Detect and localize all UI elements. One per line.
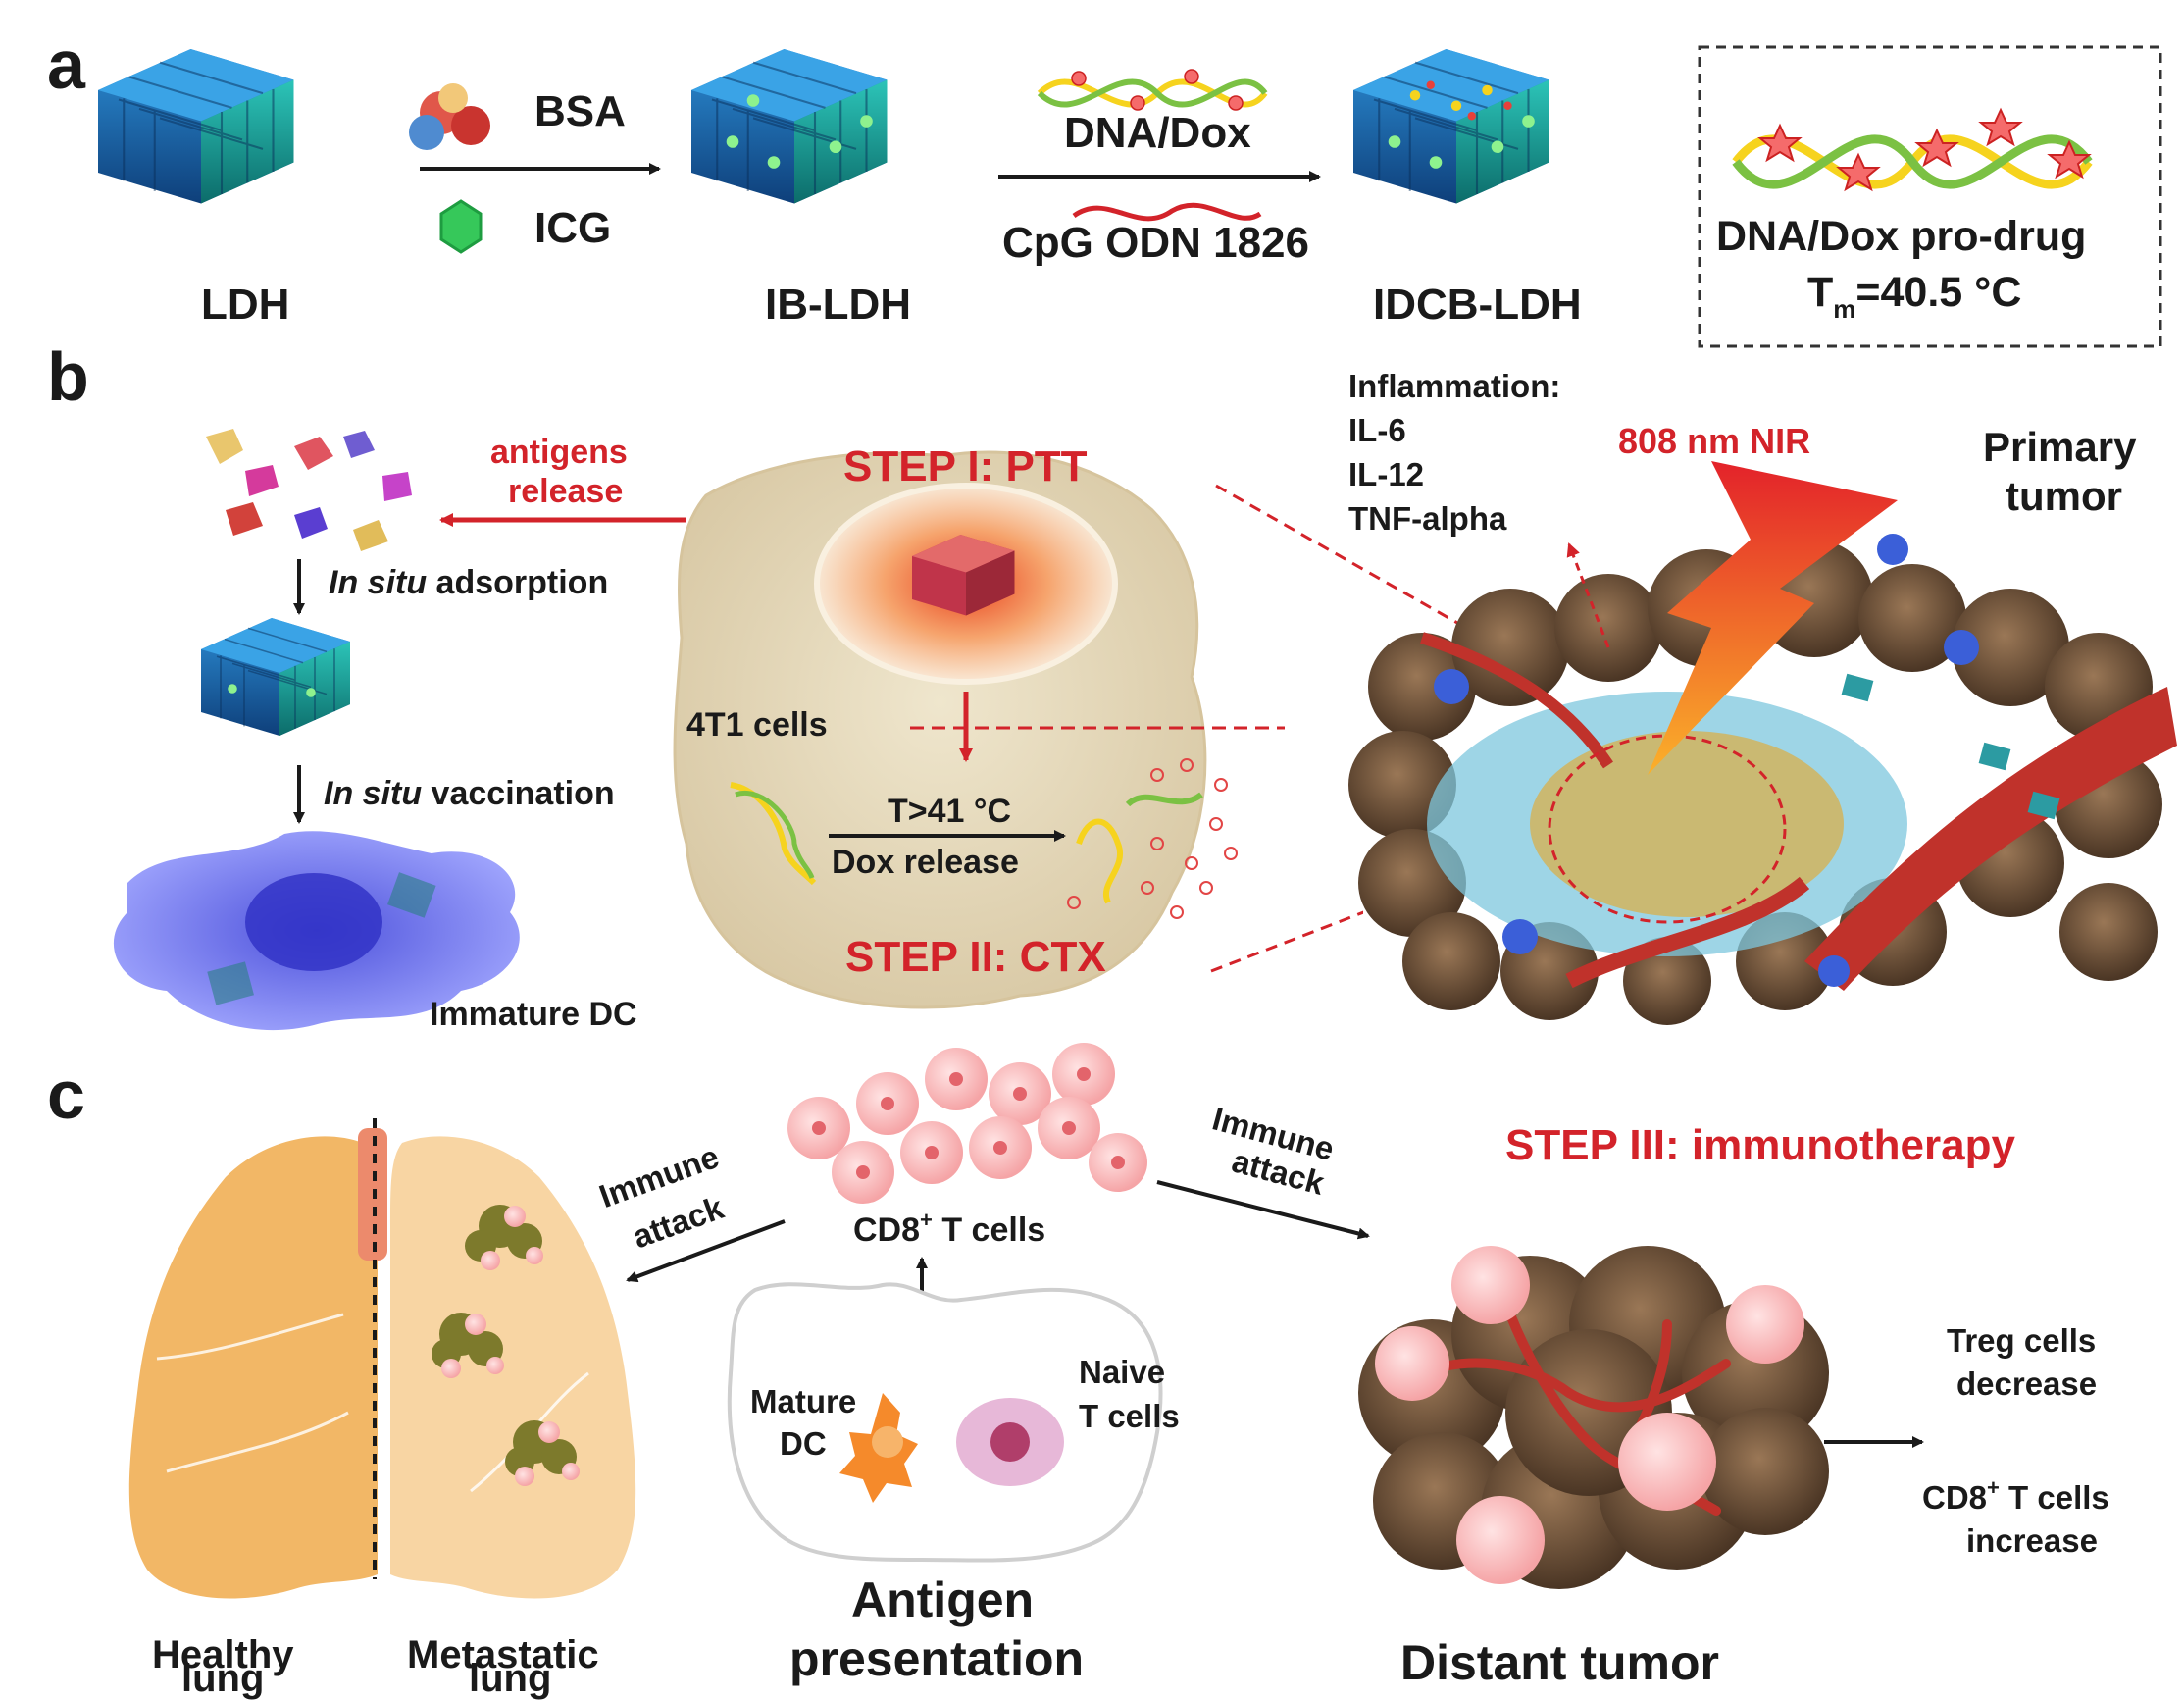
treg-cells-label-1: Treg cells <box>1947 1322 2096 1359</box>
cd8-t-cells-cluster <box>787 1043 1147 1204</box>
immature-dc-label: Immature DC <box>430 996 637 1033</box>
4t1-cells-label: 4T1 cells <box>686 706 828 744</box>
antigen-loaded-ldh <box>201 618 350 736</box>
nir-label: 808 nm NIR <box>1618 421 1810 461</box>
cpg-odn-strand-icon <box>1074 205 1260 219</box>
antigen-presentation-label-1: Antigen <box>851 1572 1034 1627</box>
prodrug-helix-icon <box>1736 110 2089 189</box>
primary-tumor-line2: tumor <box>2006 473 2122 519</box>
panel-label-b: b <box>47 338 89 415</box>
antigen-fragments-icon <box>206 429 412 551</box>
healthy-lung <box>129 1136 378 1598</box>
naive-t-cells-label-1: Naive <box>1079 1354 1165 1390</box>
mature-dc-label-2: DC <box>780 1425 827 1462</box>
naive-t-cell-icon <box>956 1398 1064 1486</box>
naive-t-cells-label-2: T cells <box>1079 1398 1180 1434</box>
temperature-threshold: T>41 °C <box>888 793 1011 830</box>
antigen-presentation-label-2: presentation <box>789 1631 1084 1686</box>
icg-hexagon-icon <box>441 201 481 252</box>
prodrug-title: DNA/Dox pro-drug <box>1716 213 2086 260</box>
step3-label: STEP III: immunotherapy <box>1505 1121 2015 1169</box>
il6-label: IL-6 <box>1348 412 1406 448</box>
step2-label: STEP II: CTX <box>845 933 1106 981</box>
dox-release-label: Dox release <box>832 844 1019 881</box>
ldh-crystal <box>98 49 294 204</box>
dna-dox-label: DNA/Dox <box>1064 109 1251 157</box>
treg-cells-label-2: decrease <box>1956 1365 2097 1402</box>
mature-dc-label-1: Mature <box>750 1383 856 1419</box>
metastatic-lung <box>390 1136 635 1598</box>
primary-tumor-scene <box>1348 461 2177 1025</box>
melting-temperature: Tm=40.5 °C <box>1807 269 2021 324</box>
idcb-ldh-crystal <box>1353 49 1549 204</box>
cd8-t-cells-label: CD8+ T cells <box>853 1208 1045 1249</box>
il12-label: IL-12 <box>1348 456 1424 492</box>
ib-ldh-label: IB-LDH <box>765 281 911 329</box>
bsa-label: BSA <box>534 87 626 135</box>
cpg-label: CpG ODN 1826 <box>1002 219 1309 267</box>
antigens-release-line1: antigens <box>490 434 628 471</box>
cd8-increase-label-1: CD8+ T cells <box>1922 1475 2109 1516</box>
metastatic-lung-label-2: lung <box>469 1657 551 1700</box>
idcb-ldh-label: IDCB-LDH <box>1373 281 1582 329</box>
bsa-protein-icon <box>409 83 490 150</box>
lungs-illustration <box>129 1118 635 1599</box>
primary-tumor-line1: Primary <box>1983 424 2137 470</box>
dna-dox-helix-icon <box>1040 70 1265 110</box>
ib-ldh-crystal <box>691 49 888 204</box>
in-situ-adsorption-label: In situ adsorption <box>329 564 608 601</box>
antigens-release-line2: release <box>508 473 623 510</box>
arrow-attack-distant <box>1157 1182 1368 1236</box>
distant-tumor-label: Distant tumor <box>1400 1635 1719 1690</box>
panel-label-a: a <box>47 26 86 103</box>
distant-tumor <box>1358 1246 1829 1589</box>
icg-label: ICG <box>534 204 611 252</box>
in-situ-vaccination-label: In situ vaccination <box>324 775 615 812</box>
tnf-alpha-label: TNF-alpha <box>1348 500 1507 537</box>
ldh-label: LDH <box>201 281 289 329</box>
cd8-increase-label-2: increase <box>1966 1522 2098 1559</box>
healthy-lung-label-2: lung <box>181 1657 264 1700</box>
inflammation-label: Inflammation: <box>1348 368 1560 404</box>
panel-label-c: c <box>47 1056 85 1133</box>
